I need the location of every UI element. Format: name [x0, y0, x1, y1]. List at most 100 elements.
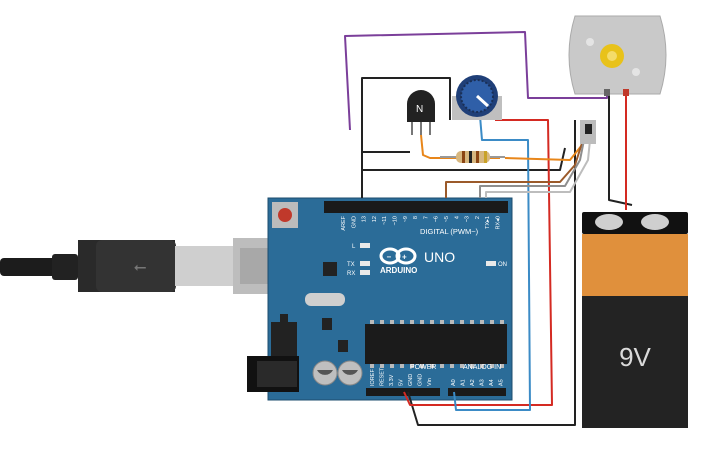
pin-label: A2: [470, 379, 476, 386]
brand-label: ARDUINO: [380, 266, 417, 275]
gray-wire-1: [479, 139, 585, 198]
chip-pin: [460, 320, 464, 324]
pin-label: ~6: [434, 216, 440, 222]
analog-header: [448, 388, 506, 396]
brown-wire: [445, 139, 584, 198]
led-l: [360, 243, 370, 248]
chip-pin: [390, 364, 394, 368]
digital-header: [324, 201, 508, 213]
pin-label: 2: [475, 216, 481, 219]
chip-pin: [470, 320, 474, 324]
led-l-label: L: [352, 244, 356, 250]
chip-pin: [380, 320, 384, 324]
pin-label: GND: [418, 374, 424, 386]
chip-pin: [370, 364, 374, 368]
black-wire-gnd-rail-2: [362, 147, 566, 171]
analog-label: ANALOG IN: [463, 364, 501, 371]
led-rx: [360, 270, 370, 275]
slide-switch[interactable]: [580, 120, 596, 144]
potentiometer[interactable]: [452, 75, 502, 120]
chip-pin: [400, 364, 404, 368]
chip-pin: [400, 320, 404, 324]
crystal-oscillator: [305, 293, 345, 306]
pin-label: 7: [423, 216, 429, 219]
gray-wire-2: [485, 139, 591, 198]
led-rx-label: RX: [347, 271, 355, 277]
black-wire-battery-neg: [407, 120, 576, 426]
chip-pin: [440, 320, 444, 324]
chip-pin: [380, 364, 384, 368]
model-label: UNO: [424, 249, 455, 265]
chip-pin: [430, 364, 434, 368]
chip-pin: [460, 364, 464, 368]
led-tx: [360, 261, 370, 266]
chip-pin: [500, 364, 504, 368]
pin-label: RESET: [380, 367, 386, 386]
chip-pin: [480, 364, 484, 368]
pin-label: ~3: [465, 216, 471, 222]
pin-label: 4: [454, 216, 460, 219]
pin-label: Vin: [427, 378, 433, 386]
pin-label: 12: [372, 216, 378, 222]
pin-label: IOREF: [370, 369, 376, 386]
pin-label: GND: [408, 374, 414, 386]
pin-label: 13: [362, 216, 368, 222]
pin-label: A3: [480, 379, 486, 386]
transistor-label: N: [416, 104, 423, 115]
black-wire-motor-battery: [608, 94, 633, 206]
blue-wire: [453, 115, 531, 411]
npn-transistor[interactable]: N: [407, 90, 435, 135]
pin-label: ~5: [444, 216, 450, 222]
chip-pin: [410, 320, 414, 324]
voltage-regulator: [271, 322, 297, 356]
pin-label: 8: [413, 216, 419, 219]
pin-label: ~10: [393, 216, 399, 225]
chip-pin: [450, 320, 454, 324]
chip-pin: [470, 364, 474, 368]
chip-pin: [430, 320, 434, 324]
led-tx-label: TX: [347, 262, 355, 268]
chip-pin: [450, 364, 454, 368]
pin-label: A4: [489, 379, 495, 386]
chip-pin: [390, 320, 394, 324]
pin-label: A0: [451, 379, 457, 386]
battery-label: 9V: [619, 342, 651, 372]
microcontroller-chip: [365, 324, 507, 364]
pin-label: 5V: [399, 379, 405, 386]
pin-label: 3.3V: [389, 374, 395, 386]
orange-wire-2: [504, 134, 584, 161]
usb-symbol-icon: ⭠: [134, 259, 147, 276]
black-wire-transistor-gnd: [361, 77, 451, 198]
pin-label: A5: [499, 379, 505, 386]
digital-header-label: DIGITAL (PWM~): [420, 227, 479, 236]
chip-pin: [440, 364, 444, 368]
svg-text:−: −: [387, 253, 392, 262]
red-wire-pot: [403, 119, 553, 406]
chip-pin: [490, 364, 494, 368]
smd-component: [338, 340, 348, 352]
pin-label: GND: [351, 216, 357, 228]
pin-label: ~11: [382, 216, 388, 225]
pin-label: RX◂0: [496, 216, 502, 229]
resistor[interactable]: [440, 151, 505, 163]
potentiometer-knob-indicator: [475, 94, 490, 108]
pin-label: A1: [461, 379, 467, 386]
chip-pin: [480, 320, 484, 324]
chip-pin: [410, 364, 414, 368]
purple-wire: [344, 31, 608, 131]
chip-pin: [500, 320, 504, 324]
smd-component: [322, 318, 332, 330]
chip-pin: [370, 320, 374, 324]
power-label: POWER: [410, 364, 436, 371]
dc-motor[interactable]: [568, 15, 667, 96]
wires: [344, 31, 633, 426]
chip-pin: [420, 364, 424, 368]
pin-label: TX▸1: [485, 216, 491, 229]
usb-cable[interactable]: ⭠: [0, 238, 297, 294]
battery-9v[interactable]: 9V: [582, 212, 688, 428]
